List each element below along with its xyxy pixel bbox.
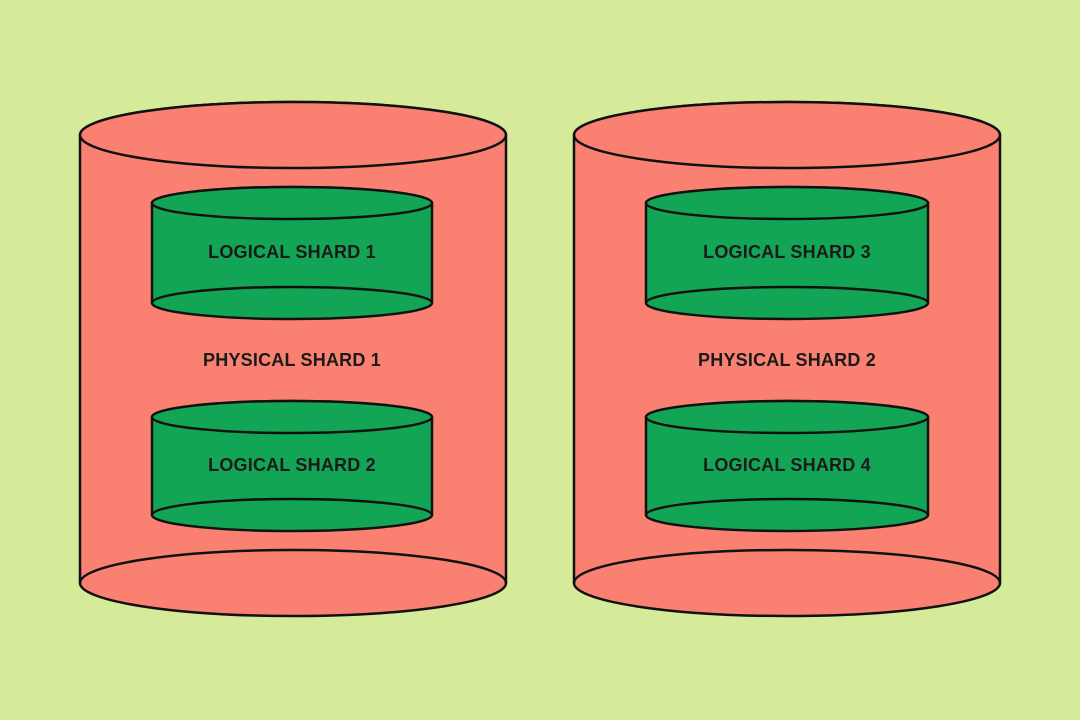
physical-shard-2-label: PHYSICAL SHARD 2 <box>698 350 876 370</box>
logical-shard-3-bottom-rim <box>644 285 930 304</box>
logical-shard-2-label: LOGICAL SHARD 2 <box>208 455 376 475</box>
physical-shard-1-label: PHYSICAL SHARD 1 <box>203 350 381 370</box>
physical-shard-1-bottom-rim <box>78 548 508 584</box>
logical-shard-3-label: LOGICAL SHARD 3 <box>703 242 871 262</box>
logical-shard-3-top <box>644 185 930 221</box>
physical-shard-2-bottom-rim <box>572 548 1002 584</box>
logical-shard-1-label: LOGICAL SHARD 1 <box>208 242 376 262</box>
physical-shard-2-top <box>572 100 1002 170</box>
logical-shard-4-top <box>644 399 930 435</box>
physical-shard-1-top <box>78 100 508 170</box>
physical-shard-2: LOGICAL SHARD 3 PHYSICAL SHARD 2 LOGICAL… <box>572 100 1002 618</box>
logical-shard-2-bottom-rim <box>150 497 434 516</box>
logical-shard-4-bottom-rim <box>644 497 930 516</box>
logical-shard-4: LOGICAL SHARD 4 <box>644 399 930 533</box>
logical-shard-4-label: LOGICAL SHARD 4 <box>703 455 871 475</box>
physical-shard-1: LOGICAL SHARD 1 PHYSICAL SHARD 1 LOGICAL… <box>78 100 508 618</box>
logical-shard-1-bottom-rim <box>150 285 434 304</box>
logical-shard-1: LOGICAL SHARD 1 <box>150 185 434 321</box>
logical-shard-2-top <box>150 399 434 435</box>
logical-shard-1-top <box>150 185 434 221</box>
logical-shard-2: LOGICAL SHARD 2 <box>150 399 434 533</box>
logical-shard-3: LOGICAL SHARD 3 <box>644 185 930 321</box>
